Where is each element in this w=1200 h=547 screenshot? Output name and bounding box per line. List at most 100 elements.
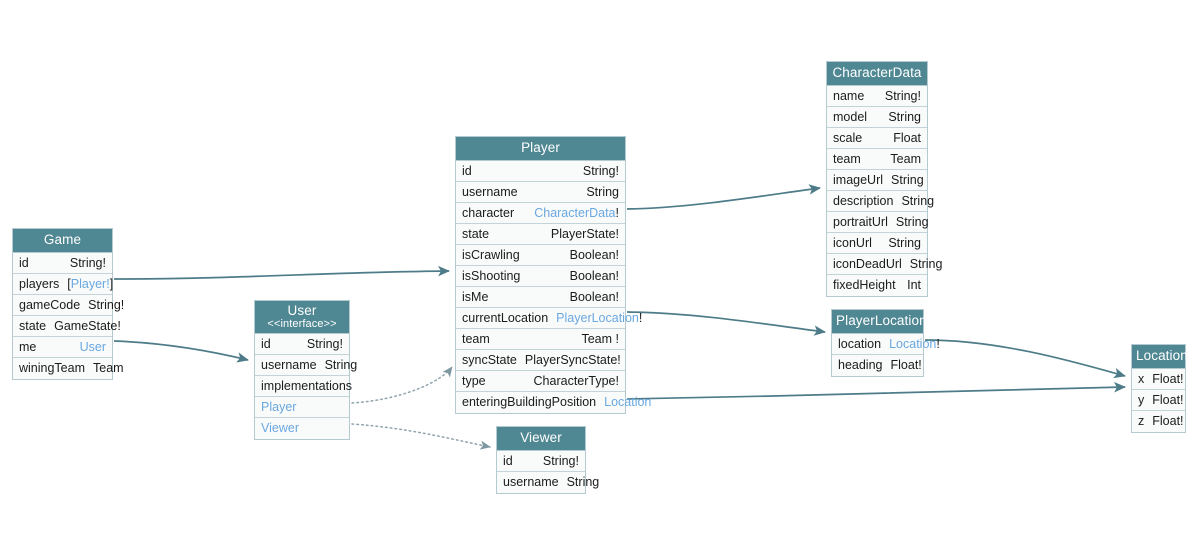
field-type: PlayerSyncState! — [524, 352, 621, 367]
table-row[interactable]: players [Player!] — [13, 273, 114, 295]
field-name: location — [838, 336, 882, 351]
field-type: CharacterData! — [526, 206, 619, 220]
table-row[interactable]: imageUrl String — [827, 169, 927, 191]
field-type: Team — [93, 361, 124, 376]
field-name: username — [462, 184, 518, 199]
bracket-open: [ — [67, 276, 71, 291]
entity-location[interactable]: Location x Float! y Float! z Float! — [1131, 344, 1188, 433]
field-type: Boolean! — [569, 268, 619, 283]
type-link[interactable]: Player — [261, 399, 297, 414]
field-name: syncState — [462, 352, 517, 367]
field-name: x — [1138, 371, 1145, 386]
field-type: Float! — [1152, 392, 1184, 407]
type-link[interactable]: CharacterData — [534, 205, 616, 220]
type-link[interactable]: Location — [604, 395, 652, 410]
field-type: Boolean! — [569, 247, 619, 262]
field-name: players — [19, 276, 60, 291]
field-type: Float! — [1152, 371, 1184, 386]
entity-viewer[interactable]: Viewer id String! username String — [496, 426, 599, 494]
field-name: isCrawling — [462, 247, 520, 262]
table-row[interactable]: id String! — [456, 160, 625, 182]
type-link[interactable]: PlayerLocation — [556, 310, 639, 325]
table-row[interactable]: isCrawling Boolean! — [456, 244, 625, 266]
table-row[interactable]: iconDeadUrl String — [827, 253, 942, 275]
table-row[interactable]: y Float! — [1132, 389, 1185, 411]
edge-player-character-to-characterdata — [626, 184, 821, 210]
field-name: team — [833, 151, 861, 166]
table-row[interactable]: id String! — [497, 450, 585, 472]
type-link[interactable]: Player! — [70, 276, 110, 291]
field-name: isMe — [462, 289, 489, 304]
field-type: String! — [582, 163, 619, 178]
field-name: fixedHeight — [833, 278, 896, 293]
table-row[interactable]: scale Float — [827, 127, 927, 149]
implementation-viewer-row[interactable]: Viewer — [255, 417, 349, 439]
table-row[interactable]: isShooting Boolean! — [456, 265, 625, 287]
table-row[interactable]: username String — [456, 181, 625, 203]
edge-player-currentlocation-to-playerlocation — [626, 311, 826, 336]
type-link[interactable]: Location — [889, 336, 937, 351]
entity-user[interactable]: User <<interface>> id String! username S… — [254, 300, 357, 440]
table-row[interactable]: syncState PlayerSyncState! — [456, 349, 625, 371]
table-row[interactable]: username String — [255, 354, 357, 376]
table-row[interactable]: portraitUrl String — [827, 211, 929, 233]
field-name: username — [503, 475, 559, 490]
entity-game[interactable]: Game id String! players [Player!] gameCo… — [12, 228, 124, 380]
field-type: String — [586, 184, 619, 199]
table-row[interactable]: state PlayerState! — [456, 223, 625, 245]
table-row[interactable]: name String! — [827, 85, 927, 107]
table-row[interactable]: z Float! — [1132, 410, 1185, 432]
table-row[interactable]: x Float! — [1132, 368, 1185, 390]
field-type: Float! — [890, 358, 922, 373]
table-row[interactable]: id String! — [255, 333, 349, 355]
field-type: Team — [890, 151, 921, 166]
table-row[interactable]: iconUrl String — [827, 232, 927, 254]
bracket-close: ] — [109, 276, 114, 291]
implementation-player-row[interactable]: Player — [255, 396, 349, 418]
entity-location-title: Location — [1132, 345, 1188, 369]
field-type: String! — [88, 297, 125, 312]
entity-playerlocation-title: PlayerLocation — [832, 310, 927, 334]
type-link[interactable]: User — [79, 339, 106, 354]
implementations-label-row: implementations — [255, 375, 352, 397]
table-row[interactable]: team Team ! — [456, 328, 625, 350]
table-row[interactable]: enteringBuildingPosition Location — [456, 391, 651, 413]
table-row[interactable]: me User — [13, 336, 112, 358]
field-type: Boolean! — [569, 289, 619, 304]
table-row[interactable]: fixedHeight Int — [827, 274, 927, 296]
table-row[interactable]: type CharacterType! — [456, 370, 625, 392]
edge-playerlocation-location-to-location — [924, 339, 1126, 379]
field-name: iconUrl — [833, 235, 872, 250]
table-row[interactable]: model String — [827, 106, 927, 128]
table-row[interactable]: gameCode String! — [13, 294, 124, 316]
table-row[interactable]: description String — [827, 190, 934, 212]
entity-player[interactable]: Player id String! username String charac… — [455, 136, 651, 414]
field-type: GameState! — [54, 318, 121, 333]
entity-characterdata[interactable]: CharacterData name String! model String … — [826, 61, 942, 297]
field-name: id — [19, 255, 29, 270]
field-type: String — [888, 109, 921, 124]
table-row[interactable]: currentLocation PlayerLocation! — [456, 307, 642, 329]
table-row[interactable]: id String! — [13, 252, 112, 274]
field-type: String! — [884, 88, 921, 103]
entity-viewer-title: Viewer — [497, 427, 585, 451]
table-row[interactable]: team Team — [827, 148, 927, 170]
field-type: PlayerState! — [550, 226, 619, 241]
field-name: gameCode — [19, 297, 81, 312]
entity-playerlocation[interactable]: PlayerLocation location Location! headin… — [831, 309, 940, 377]
type-link[interactable]: Viewer — [261, 421, 299, 436]
field-name: team — [462, 331, 490, 346]
table-row[interactable]: state GameState! — [13, 315, 121, 337]
field-name: scale — [833, 130, 863, 145]
table-row[interactable]: isMe Boolean! — [456, 286, 625, 308]
table-row[interactable]: heading Float! — [832, 354, 923, 376]
field-name: model — [833, 109, 868, 124]
table-row[interactable]: winingTeam Team — [13, 357, 124, 379]
edge-user-implements-player — [351, 366, 453, 404]
table-row[interactable]: location Location! — [832, 333, 940, 355]
field-type: Location! — [881, 337, 940, 351]
table-row[interactable]: character CharacterData! — [456, 202, 625, 224]
table-row[interactable]: username String — [497, 471, 599, 493]
field-name: portraitUrl — [833, 214, 888, 229]
field-name: name — [833, 88, 865, 103]
